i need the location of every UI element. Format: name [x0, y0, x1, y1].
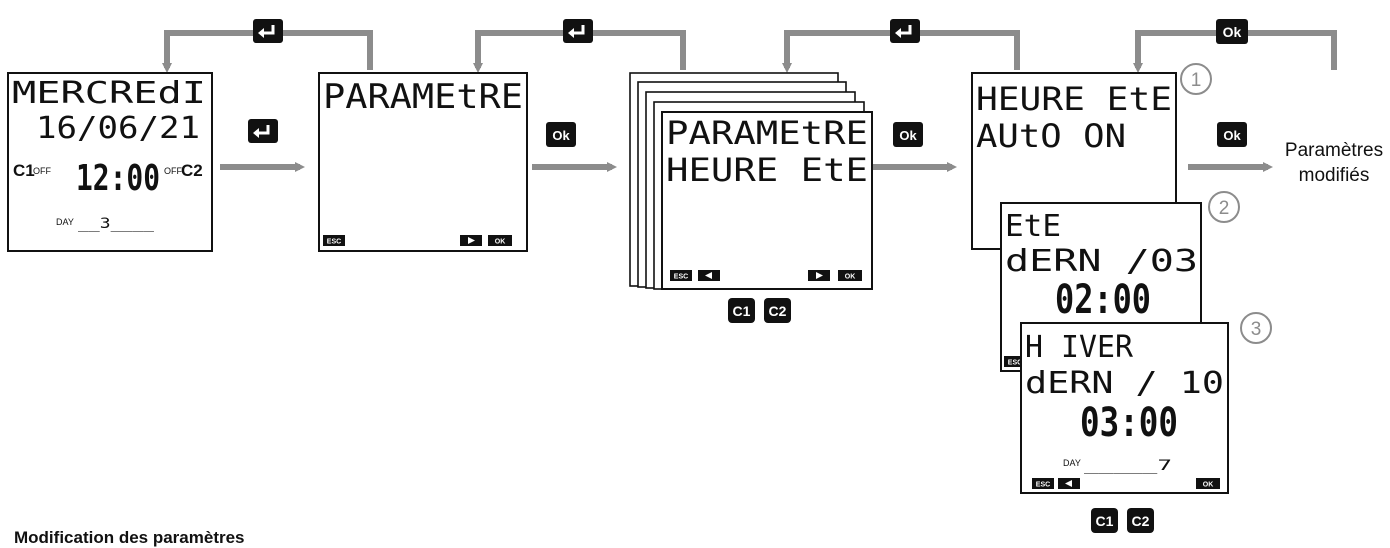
ok-key-icon — [893, 122, 923, 147]
menu-item-display: HEURE EtE — [666, 151, 868, 189]
svg-text:2: 2 — [1219, 198, 1230, 219]
next-button — [808, 270, 830, 281]
ok-key-icon — [546, 122, 576, 147]
figure-caption: Modification des paramètres — [14, 528, 245, 547]
svg-text:1: 1 — [1191, 70, 1202, 91]
ok-key-label: Ok — [1223, 24, 1242, 40]
svg-text:ESC: ESC — [674, 274, 688, 281]
winter-label-display: H IVER — [1025, 330, 1134, 365]
ok-key-icon — [1216, 19, 1248, 44]
summer-label-display: EtE — [1005, 209, 1061, 244]
svg-text:C2: C2 — [1132, 513, 1150, 529]
menu-title-display: PARAMEtRE — [666, 114, 868, 152]
svg-text:Ok: Ok — [899, 128, 917, 143]
screen-stack: PARAMEtRE HEURE EtE ESC OK — [629, 72, 873, 290]
svg-text:Ok: Ok — [1223, 128, 1241, 143]
channel-keys-2: C1 C2 — [1091, 508, 1154, 533]
day-indicator: _____7 — [1084, 458, 1172, 474]
svg-text:Ok: Ok — [552, 128, 570, 143]
svg-text:C2: C2 — [769, 303, 787, 319]
winter-time-value: 03:00 — [1080, 400, 1178, 446]
svg-text:C1: C1 — [733, 303, 751, 319]
auto-mode-display: AUtO ON — [976, 117, 1126, 155]
day-label: DAY — [56, 217, 74, 227]
svg-text:OK: OK — [495, 239, 506, 246]
time-display: 12:00 — [76, 158, 160, 199]
ok-button — [1196, 478, 1220, 489]
screen-hiver-date: H IVER dERN / 10 03:00 DAY _____7 ESC OK — [1020, 322, 1229, 494]
forward-arrow-4: Ok — [1188, 122, 1273, 172]
enter-key-icon — [888, 17, 922, 45]
ok-key-icon — [1217, 122, 1247, 147]
svg-text:3: 3 — [1251, 319, 1262, 340]
forward-arrow-3: Ok — [873, 122, 957, 172]
esc-button — [670, 270, 692, 281]
summer-date-display: dERN /03 — [1005, 244, 1198, 279]
ok-button — [488, 235, 512, 246]
summer-time-value: 02:00 — [1055, 277, 1151, 323]
step-badge-2: 2 — [1208, 191, 1240, 223]
svg-text:ESC: ESC — [327, 239, 341, 246]
channel-c2-label: C2 — [181, 161, 203, 180]
c2-key-icon — [764, 298, 791, 323]
svg-text:ESC: ESC — [1008, 360, 1022, 367]
enter-key-icon — [561, 17, 595, 45]
channel-keys-1: C1 C2 — [728, 298, 791, 323]
c2-key-icon — [1127, 508, 1154, 533]
day-label: DAY — [1063, 458, 1081, 468]
esc-button — [323, 235, 345, 246]
result-line-2: modifiés — [1298, 165, 1370, 186]
enter-key-icon — [246, 117, 280, 145]
forward-arrow-2: Ok — [532, 122, 617, 172]
c1-state: OFF — [33, 166, 51, 176]
winter-date-display: dERN / 10 — [1025, 366, 1224, 401]
channel-c1-label: C1 — [13, 161, 35, 180]
previous-button — [698, 270, 720, 281]
screen-parametre: PARAMEtRE ESC OK — [318, 72, 528, 252]
svg-text:C1: C1 — [1096, 513, 1114, 529]
day-indicator: __3____ — [78, 216, 155, 232]
c1-key-icon — [728, 298, 755, 323]
date-display: 16/06/21 — [36, 111, 200, 146]
weekday-display: MERCREdI — [12, 76, 206, 111]
step-badge-3: 3 — [1240, 312, 1272, 344]
forward-arrow-1 — [220, 117, 305, 172]
result-line-1: Paramètres — [1284, 140, 1384, 161]
svg-text:OK: OK — [1203, 482, 1214, 489]
screen-home: MERCREdI 16/06/21 C1 OFF 12:00 OFF C2 DA… — [7, 72, 213, 252]
previous-button — [1058, 478, 1080, 489]
c1-key-icon — [1091, 508, 1118, 533]
c2-state: OFF — [164, 166, 182, 176]
result-label: Paramètres modifiés — [1276, 138, 1390, 188]
svg-text:ESC: ESC — [1036, 482, 1050, 489]
step-badge-1: 1 — [1180, 63, 1212, 95]
menu-title-display: PARAMEtRE — [323, 77, 523, 117]
next-button — [460, 235, 482, 246]
esc-button — [1032, 478, 1054, 489]
ok-button — [838, 270, 862, 281]
summer-time-display: HEURE EtE — [976, 80, 1172, 118]
enter-key-icon — [251, 17, 285, 45]
esc-button — [1004, 356, 1026, 367]
svg-text:OK: OK — [845, 274, 856, 281]
